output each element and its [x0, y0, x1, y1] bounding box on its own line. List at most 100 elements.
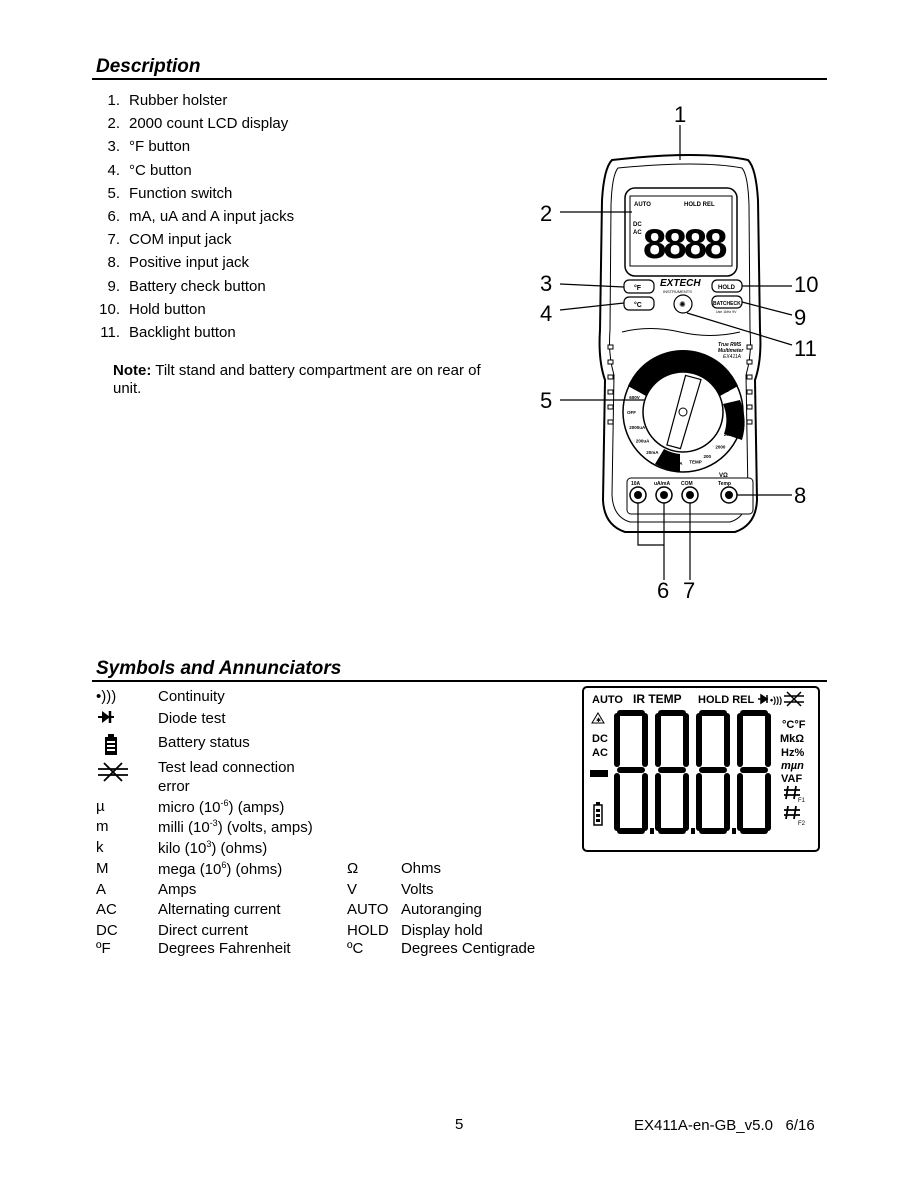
device-btn-batt: BATCHECK: [713, 301, 741, 307]
lcd-segment: [724, 713, 730, 767]
description-heading: Description: [96, 56, 201, 77]
lcd-segment: [642, 773, 648, 831]
device-btn-batt-sub: Use 1kHz 9V: [716, 310, 737, 314]
dial-label: 2000: [715, 445, 726, 450]
dial-label: 20mA: [646, 450, 659, 455]
continuity-icon: •))): [770, 695, 782, 705]
lcd-f1-icon: [784, 785, 800, 800]
lcd-segment: [765, 713, 771, 767]
lcd-cf: °C°F: [782, 719, 806, 731]
device-lcd-digits: 8888: [643, 220, 727, 267]
item-number: 6.: [107, 208, 120, 225]
symbol-description: Volts: [401, 881, 434, 898]
svg-text:✱: ✱: [596, 717, 601, 724]
dial-label: 200uA: [636, 439, 650, 444]
lcd-segment: [655, 713, 661, 767]
dial-label: 600V: [629, 395, 640, 400]
lcd-decimal-point: [650, 828, 654, 834]
warning-icon: ✱: [591, 712, 605, 724]
lcd-segment: [683, 713, 689, 767]
device-model-line2: Multimeter: [718, 348, 744, 354]
lcd-segment: [765, 773, 771, 831]
description-item: 10.Hold button: [94, 301, 206, 318]
item-number: 2.: [107, 115, 120, 133]
item-number: 3.: [107, 138, 120, 156]
device-lcd-dc: DC: [633, 222, 642, 228]
description-item: 2. 2000 count LCD display: [94, 115, 288, 132]
document-id: EX411A-en-GB_v5.0 6/16: [634, 1117, 815, 1134]
symbol-description: Display hold: [401, 922, 483, 939]
lcd-dc: DC: [592, 733, 608, 745]
symbol-description: Alternating current: [158, 901, 281, 918]
lcd-segment: [655, 773, 661, 831]
lcd-decimal-point: [691, 828, 695, 834]
symbol: A: [96, 881, 107, 898]
dial-label: 20k: [724, 432, 732, 437]
item-number: 8.: [107, 254, 120, 272]
lcd-hz: Hz%: [781, 747, 804, 759]
dial-label: 2V: [659, 363, 665, 368]
symbol-description: Ohms: [401, 860, 442, 877]
diode-icon: [96, 710, 116, 728]
dial-label: 10A: [674, 461, 683, 466]
device-btn-f: °F: [634, 284, 642, 292]
symbol-description: Diode test: [158, 710, 226, 727]
symbol: HOLD: [347, 922, 389, 939]
battery-icon: [104, 734, 118, 760]
symbol: DC: [96, 922, 118, 939]
callout-4: 4: [540, 301, 552, 326]
backlight-button: [673, 294, 693, 314]
symbols-heading: Symbols and Annunciators: [96, 658, 342, 679]
lcd-segment: [696, 713, 702, 767]
device-lcd-hold-rel: HOLD REL: [684, 202, 715, 208]
callout-6: 6: [657, 578, 669, 603]
lcd-mkohm: MkΩ: [780, 733, 804, 745]
lcd-annunciator-diagram: AUTO IR TEMP HOLD REL •))) ✱ DC AC °C°F …: [582, 686, 820, 852]
lcd-decimal-point: [732, 828, 736, 834]
symbol-description: Degrees Fahrenheit: [158, 940, 291, 957]
item-number: 10.: [99, 300, 120, 318]
dial-label: 200mA: [659, 458, 675, 463]
item-number: 11.: [100, 324, 120, 341]
dial-label: OFF: [627, 410, 636, 415]
symbol: ºF: [96, 940, 111, 957]
dial-label: 200V: [636, 381, 647, 386]
callout-2: 2: [540, 201, 552, 226]
description-item: 9.Battery check button: [94, 278, 265, 295]
section-divider: [92, 680, 827, 682]
symbol: ºC: [347, 940, 364, 957]
dial-label: 2000uA: [629, 425, 646, 430]
lcd-segment: [737, 713, 743, 767]
lcd-segment: [614, 713, 620, 767]
dial-label: 20: [715, 375, 721, 380]
dial-label: 20: [646, 370, 652, 375]
item-label: mA, uA and A input jacks: [129, 208, 295, 225]
lcd-minus-segment: [590, 770, 608, 777]
lcd-segment: [699, 828, 727, 834]
lcd-mun: mµn: [781, 760, 804, 772]
device-jack-v: VΩ: [719, 473, 728, 479]
lcd-segment: [642, 713, 648, 767]
symbol-description: Amps: [158, 881, 197, 898]
symbol: k: [96, 839, 104, 856]
symbol: µ: [96, 798, 105, 815]
symbol-description: mega (106) (ohms): [158, 860, 283, 878]
device-btn-c: °C: [634, 301, 642, 309]
dial-label: TEMP: [689, 460, 702, 465]
lcd-segment: [617, 710, 645, 716]
item-label: °C button: [129, 161, 192, 179]
item-label: Positive input jack: [129, 254, 250, 272]
symbol-description: Continuity: [158, 688, 225, 705]
dial-label: 20M: [728, 402, 737, 407]
item-number: 7.: [107, 231, 120, 249]
item-label: Backlight button: [129, 324, 236, 341]
note-text: Tilt stand and battery compartment are o…: [113, 362, 481, 397]
lcd-segment: [658, 767, 686, 773]
lcd-f1: F1: [798, 798, 806, 804]
lcd-auto: AUTO: [592, 694, 623, 706]
item-label: 2000 count LCD display: [129, 115, 289, 133]
device-jack-10a: 10A: [631, 481, 641, 487]
item-number: 1.: [107, 92, 120, 109]
symbol-description: milli (10-3) (volts, amps): [158, 818, 313, 836]
lcd-segment: [658, 828, 686, 834]
